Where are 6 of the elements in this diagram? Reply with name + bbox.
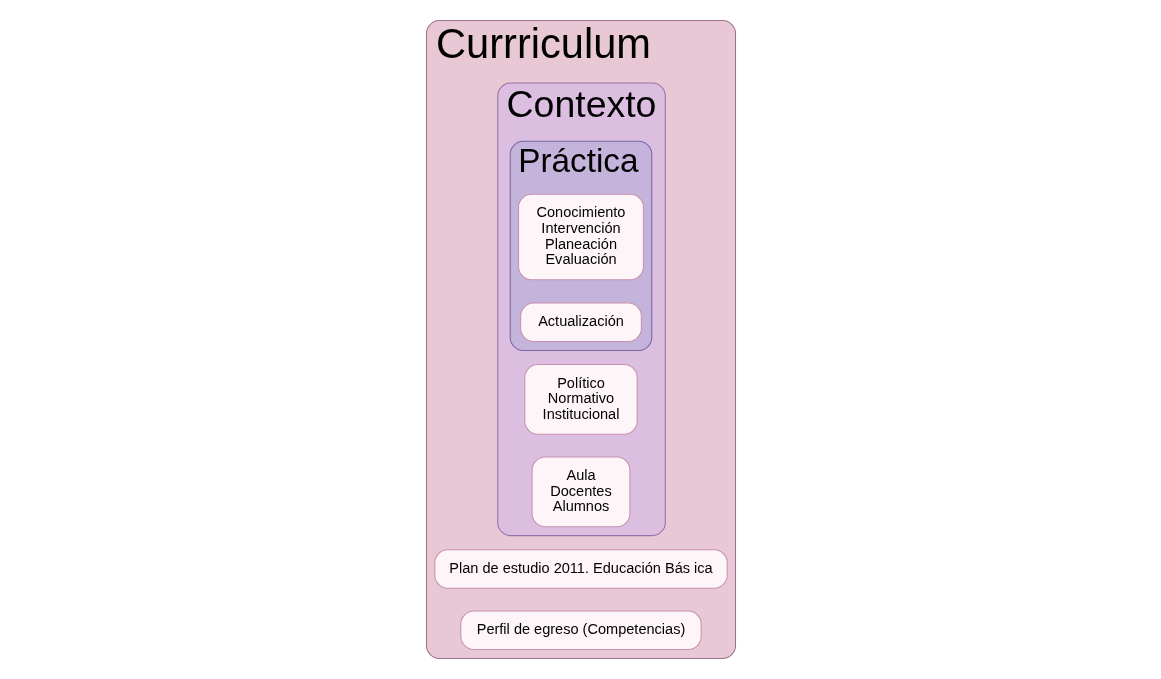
node-box: Actualización xyxy=(519,302,642,343)
node-box: Aula Docentes Alumnos xyxy=(531,456,630,528)
node-box: Plan de estudio 2011. Educación Bás ica xyxy=(433,549,728,589)
node-box: Conocimiento Intervención Planeación Evaluación xyxy=(517,193,644,281)
node-box: Político Normativo Institucional xyxy=(523,363,638,435)
node-box: Perfil de egreso (Competencias) xyxy=(459,610,702,651)
